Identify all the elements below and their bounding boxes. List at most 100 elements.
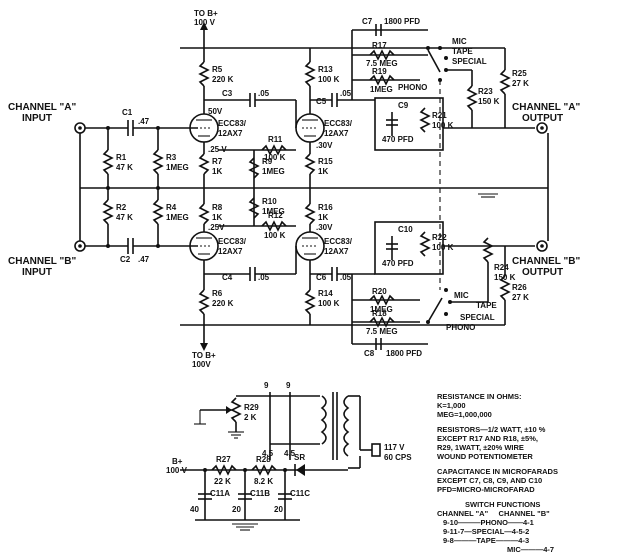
selector-switch-a[interactable] [426,46,448,82]
heater-pin-9-a: 9 [264,381,269,390]
switch-function-row: 9-10———PHONO——4-1 [443,518,534,527]
switch-function-row: 9-11-7—SPECIAL—4-5-2 [443,527,530,536]
tube-a2-type: ECC83/ [324,119,353,128]
channel-b-input-label-2: INPUT [22,267,52,278]
b-plus-top-volt: 100 V [194,18,216,27]
output-b-jack[interactable] [536,240,548,252]
c4-value: .05 [258,273,270,282]
output-coupling [310,93,375,281]
r15-value: 1K [318,167,328,176]
r9-label: R9 [262,157,273,166]
r10-label: R10 [262,197,277,206]
ac-line-label: 117 V [384,443,405,452]
c8-value: 1800 PFD [386,349,422,358]
c1-value: .47 [138,117,150,126]
r3-label: R3 [166,153,177,162]
r13-label: R13 [318,65,333,74]
c1-label: C1 [122,108,133,117]
output-section-a [395,47,549,188]
selector-switch-b[interactable] [426,288,452,324]
r24-value: 150 K [494,273,516,282]
switch-b-phono-label: PHONO [446,323,475,332]
r6-value: 220 K [212,299,234,308]
channel-b-input-label: CHANNEL "B" [8,256,76,267]
ground-bus [79,133,548,241]
switch-b-tape-label: TAPE [476,301,497,310]
r9-value: 1MEG [262,167,285,176]
r18-value: 7.5 MEG [366,327,398,336]
heater-pin-45-b: 4,5 [284,449,296,458]
switch-a-tape-label: TAPE [452,47,473,56]
voltage-a2: .30V [316,141,333,150]
output-section-b [395,188,549,326]
tube-a1-type-2: 12AX7 [218,129,243,138]
r20-value: 1MEG [370,305,393,314]
switch-functions-title: SWITCH FUNCTIONS [465,500,541,509]
r17-value: 7.5 MEG [366,59,398,68]
r27-value: 22 K [214,477,231,486]
r21-label: R21 [432,111,447,120]
channel-a-output-label-2: OUTPUT [522,113,563,124]
r7-value: 1K [212,167,222,176]
switch-functions-header: CHANNEL "A" CHANNEL "B" [437,509,550,518]
r27-label: R27 [216,455,231,464]
tube-b2-type: ECC83/ [324,237,353,246]
r23-label: R23 [478,87,493,96]
ac-line-label-2: 60 CPS [384,453,412,462]
r26-value: 27 K [512,293,529,302]
r14-value: 100 K [318,299,340,308]
c6-label: C6 [316,273,327,282]
input-a-jack[interactable] [74,122,86,134]
tube-b1-type: ECC83/ [218,237,247,246]
channel-b-output-label-2: OUTPUT [522,267,563,278]
c9-label: C9 [398,101,409,110]
r1-label: R1 [116,153,127,162]
c3-value: .05 [258,89,270,98]
r22-value: 100 K [432,243,454,252]
note-line: WOUND POTENTIOMETER [437,452,533,461]
r23-value: 150 K [478,97,500,106]
tube-b2 [295,231,325,261]
r5-value: 220 K [212,75,234,84]
r6-label: R6 [212,289,223,298]
b-plus-bottom-label: TO B+ [192,351,216,360]
r12-value: 100 K [264,231,286,240]
voltage-b2: .30V [316,223,333,232]
note-line: K=1,000 [437,401,466,410]
output-a-jack[interactable] [536,122,548,134]
cathode-resistors [198,142,316,232]
c11b-label: C11B [250,489,270,498]
c11c-value: 20 [274,505,283,514]
channel-a-input-label: CHANNEL "A" [8,102,76,113]
c11c-label: C11C [290,489,310,498]
note-line: CAPACITANCE IN MICROFARADS [437,467,558,476]
r17-label: R17 [372,41,387,50]
b-plus-supply-volt: 100 V [166,466,188,475]
r19-label: R19 [372,67,387,76]
power-supply [180,392,381,531]
sr-label: SR [294,453,305,462]
channel-a-input-label-2: INPUT [22,113,52,124]
r15-label: R15 [318,157,333,166]
heater-pin-9-b: 9 [286,381,291,390]
r11-value: 100 K [264,153,286,162]
r25-value: 27 K [512,79,529,88]
c10-value: 470 PFD [382,259,414,268]
r24-label: R24 [494,263,509,272]
r8-value: 1K [212,213,222,222]
channel-a-output-label: CHANNEL "A" [512,102,580,113]
c8-label: C8 [364,349,375,358]
input-b-jack[interactable] [74,240,86,252]
tube-a1-type: ECC83/ [218,119,247,128]
r4-label: R4 [166,203,177,212]
voltage-b1: .25V [208,223,225,232]
switch-function-row: 9-8———TAPE———4-3 [443,536,530,545]
r13-value: 100 K [318,75,340,84]
c7-value: 1800 PFD [384,17,420,26]
c11b-value: 20 [232,505,241,514]
eq-network-b [351,221,444,350]
switch-function-row: MIC———4-7 [507,545,555,554]
c7-label: C7 [362,17,373,26]
c4-label: C4 [222,273,233,282]
interstage-coupling [204,93,297,281]
